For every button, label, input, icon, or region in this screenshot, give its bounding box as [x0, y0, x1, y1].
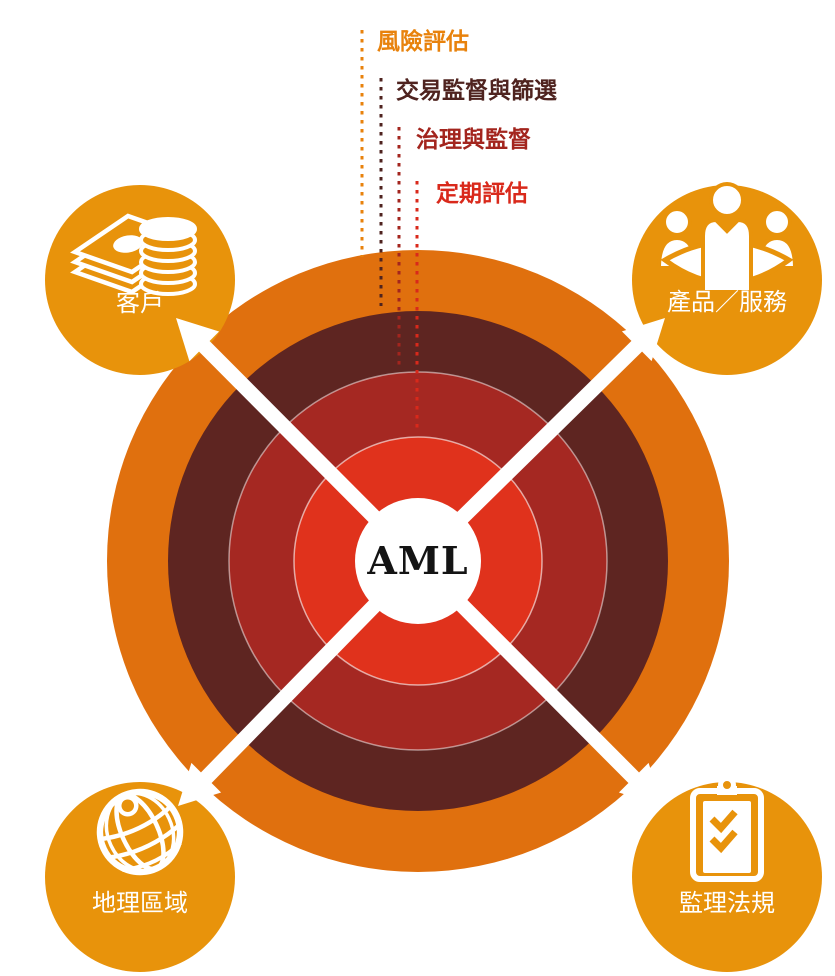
- label-governance: 治理與監督: [416, 126, 531, 153]
- node-geography-circle: [45, 782, 235, 972]
- center-circle: [355, 498, 481, 624]
- node-regulations-label: 監理法規: [679, 889, 775, 917]
- center-aml-label: AML: [366, 538, 468, 583]
- center-hub: AML: [355, 498, 481, 624]
- node-geography: 地理區域: [45, 782, 235, 972]
- node-geography-label: 地理區域: [92, 889, 188, 917]
- money-icon: [70, 213, 197, 296]
- pointer-lines: [360, 30, 419, 432]
- label-risk-assessment: 風險評估: [377, 28, 469, 55]
- node-regulations: 監理法規: [632, 776, 822, 972]
- clipboard-icon: [690, 776, 764, 882]
- node-products-label: 產品／服務: [667, 288, 787, 316]
- globe-icon: [96, 788, 184, 876]
- label-transaction-monitoring: 交易監督與篩選: [396, 77, 557, 104]
- node-customers-label: 客戶: [116, 289, 164, 317]
- ring-callout-labels: 風險評估 交易監督與篩選 治理與監督 定期評估: [377, 28, 557, 207]
- node-products-services: 產品／服務: [632, 182, 822, 375]
- people-icon: [656, 182, 798, 294]
- label-periodic-review: 定期評估: [436, 180, 528, 207]
